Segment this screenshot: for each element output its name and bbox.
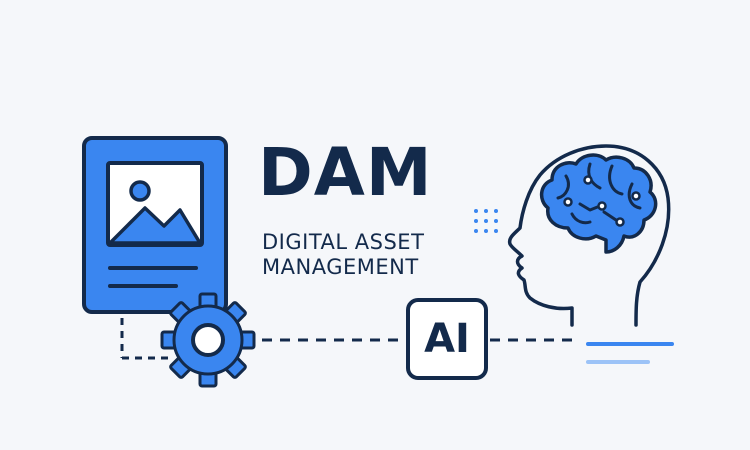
subtitle-line-1: DIGITAL ASSET (262, 230, 425, 254)
dot-grid-icon (474, 209, 498, 233)
document-image-icon (82, 136, 228, 314)
brain-icon (539, 153, 658, 254)
ai-badge: AI (406, 298, 488, 380)
ai-badge-label: AI (424, 316, 470, 362)
connector-document-to-gear (120, 318, 170, 360)
human-head-profile-icon (507, 144, 671, 327)
dam-title: DAM (258, 134, 433, 211)
subtitle-line-2: MANAGEMENT (262, 255, 419, 279)
gear-icon (160, 292, 256, 388)
